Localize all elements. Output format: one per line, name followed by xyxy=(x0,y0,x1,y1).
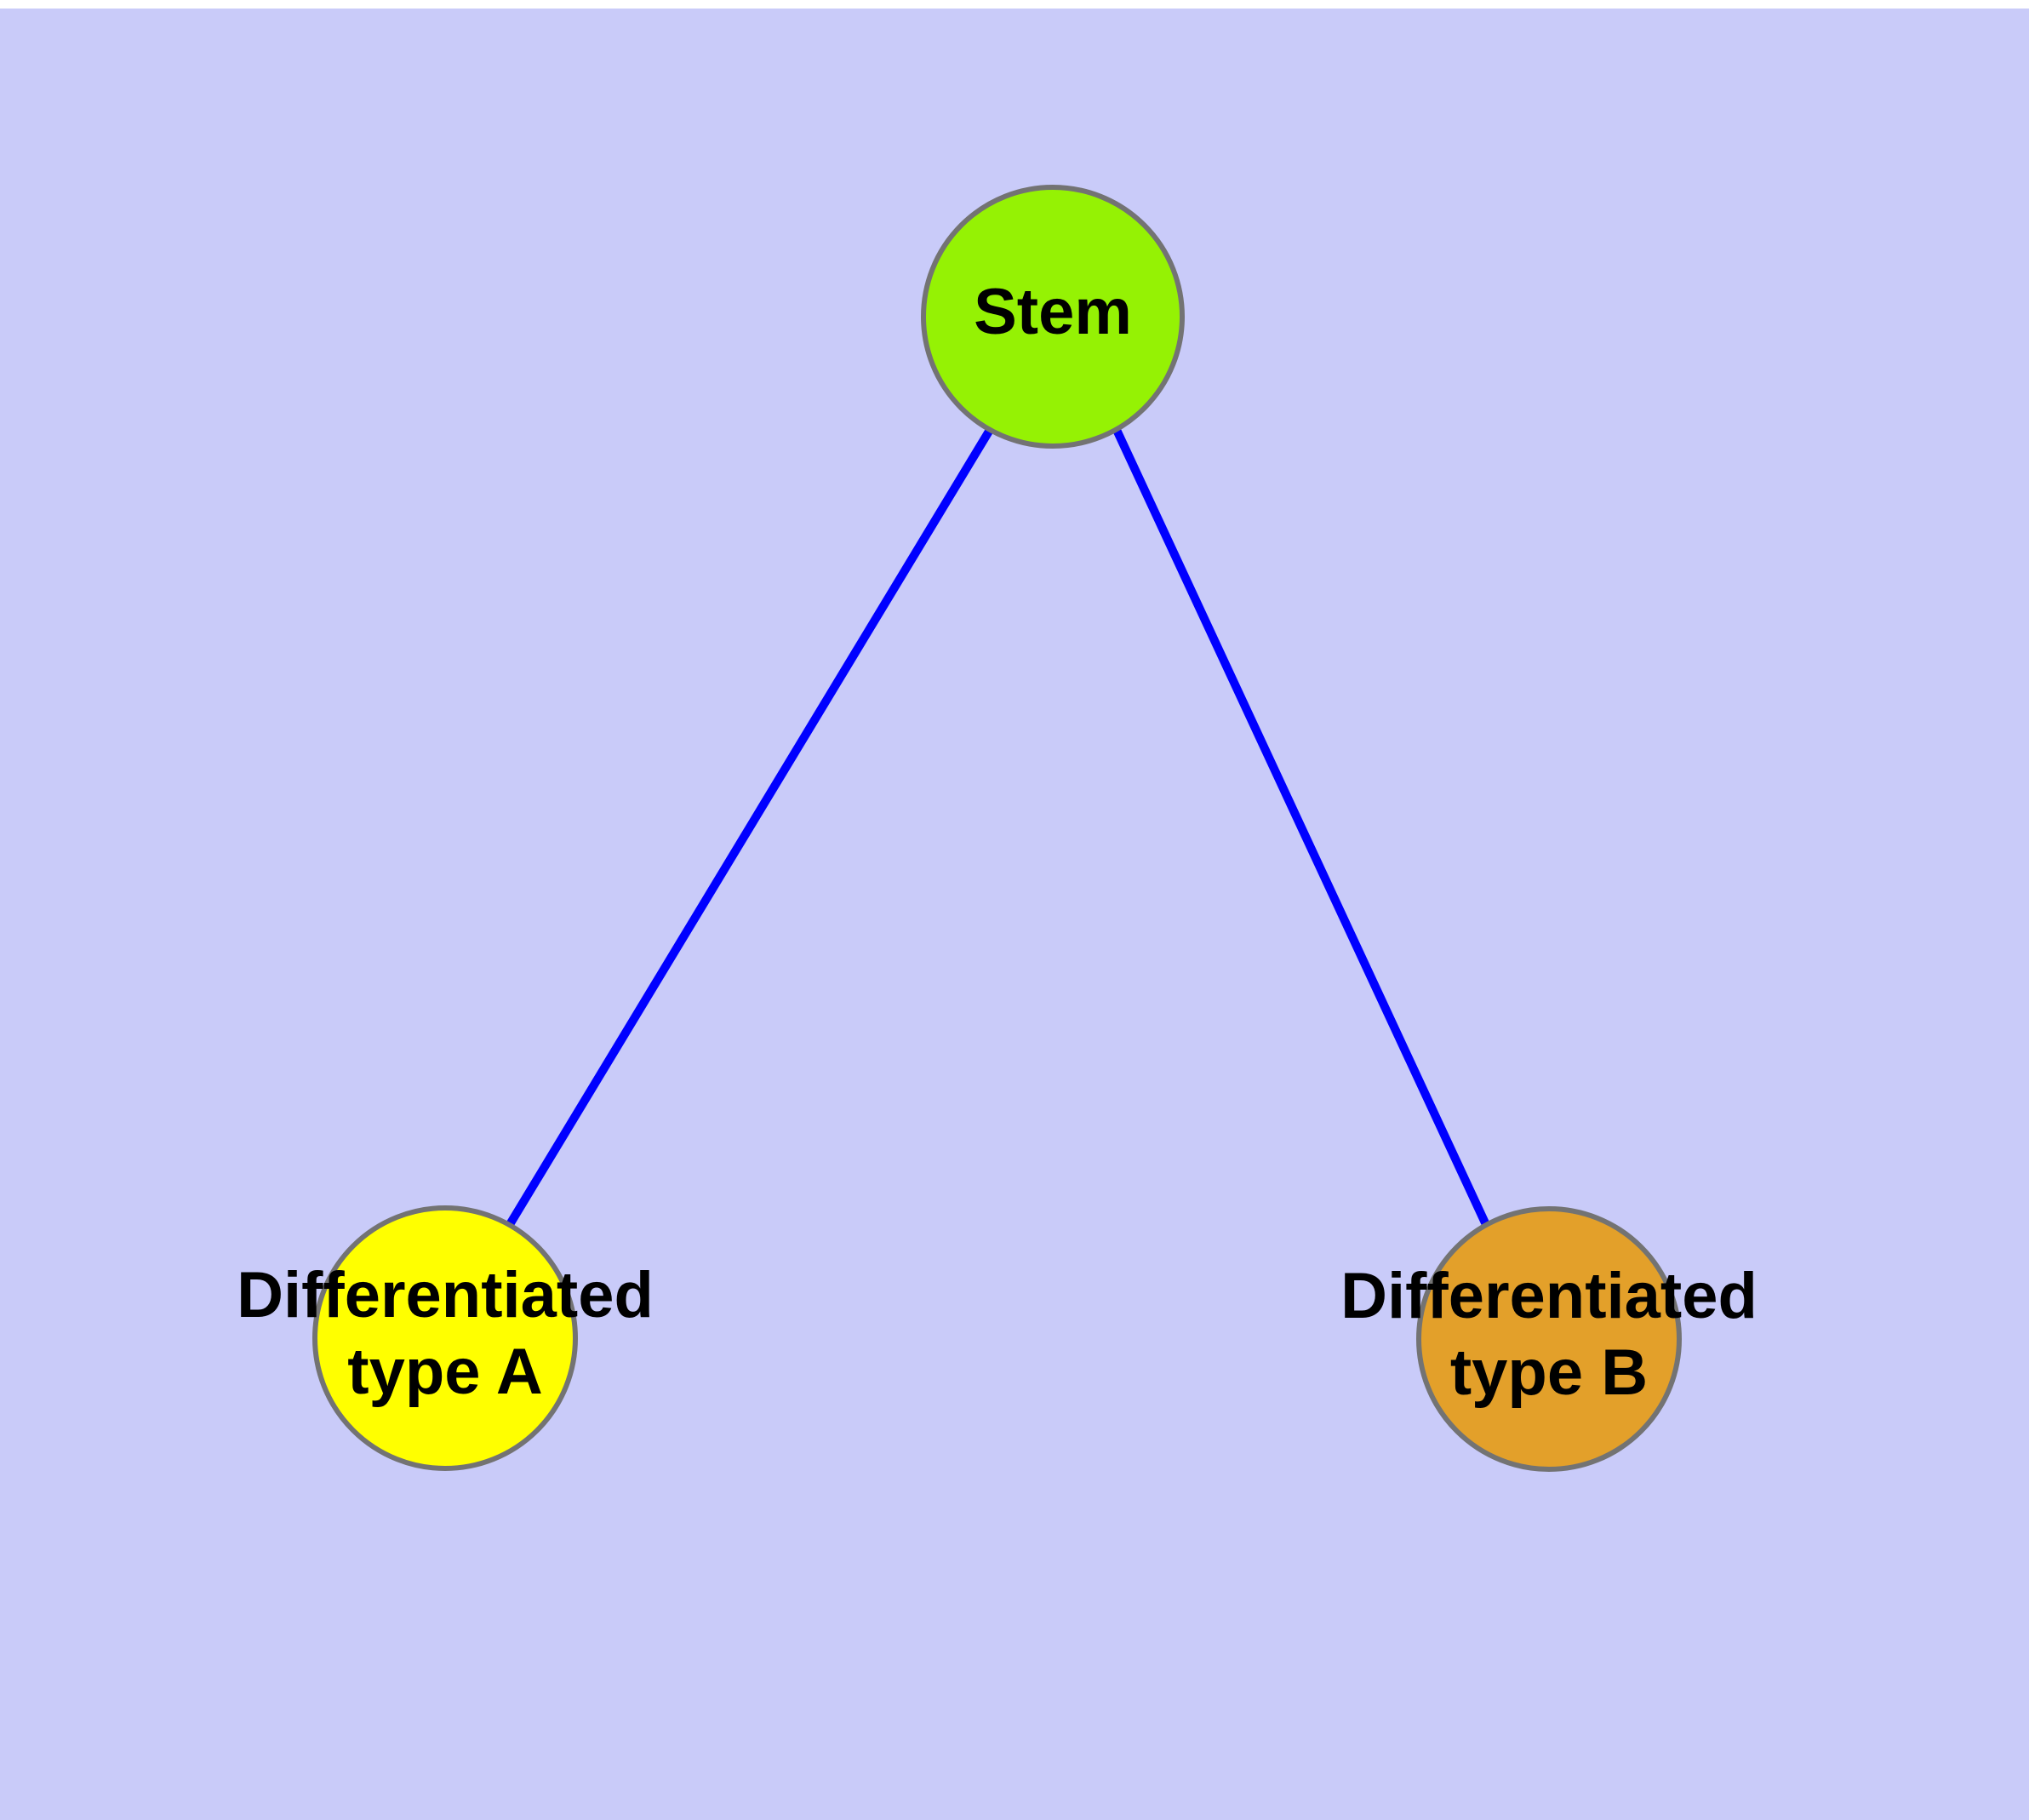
graph-node-label-line: type A xyxy=(347,1336,542,1408)
graph-node-label-line: Stem xyxy=(974,276,1132,348)
nodes-layer xyxy=(312,185,1682,1472)
graph-node-label-stem: Stem xyxy=(974,276,1132,348)
edges-layer xyxy=(505,427,1492,1231)
graph-node-label-line: Differentiated xyxy=(237,1259,654,1331)
graph-edge-stem-to-a[interactable] xyxy=(505,427,994,1228)
graph-node-diff-a[interactable] xyxy=(312,1205,578,1471)
graph-node-label-line: Differentiated xyxy=(1340,1260,1758,1332)
graph-node-diff-b[interactable] xyxy=(1416,1206,1682,1472)
graph-node-label-line: type B xyxy=(1450,1336,1648,1409)
graph-node-stem[interactable] xyxy=(921,185,1185,449)
graph-edge-stem-to-b[interactable] xyxy=(1112,427,1492,1231)
